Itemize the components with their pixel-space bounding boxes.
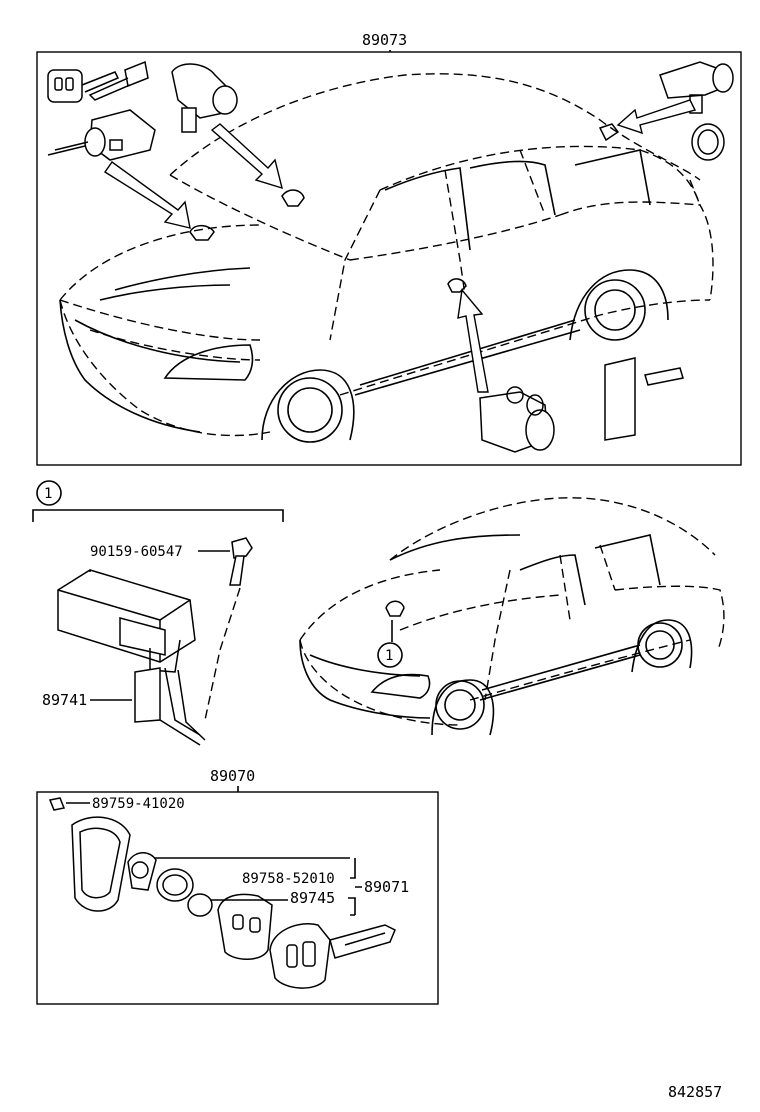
- mid-car-details: [299, 534, 693, 736]
- trunk-ring: [691, 123, 725, 161]
- ecu-module: [57, 569, 196, 673]
- ecu-bracket: [134, 667, 206, 746]
- key-with-remote: [269, 923, 396, 989]
- lock-mark-ignition: [189, 224, 215, 241]
- label-case-part: 89758-52010: [242, 871, 335, 887]
- label-89070: 89070: [210, 767, 255, 785]
- mid-car-outline: [299, 497, 725, 726]
- bolt-part: [229, 537, 253, 586]
- lock-mark-trunk: [598, 123, 620, 142]
- label-bolt: 90159-60547: [90, 544, 183, 560]
- door-lock-cylinder-top: [171, 63, 238, 133]
- o-ring: [156, 868, 194, 902]
- top-assembly-frame: [36, 51, 742, 466]
- bracket-89071: [348, 858, 362, 916]
- label-89073: 89073: [362, 31, 407, 49]
- cover-pad: [604, 357, 684, 441]
- battery: [187, 893, 213, 917]
- callout-circle-1: [36, 480, 62, 506]
- mid-callout-text: 1: [385, 648, 393, 664]
- bolt-dashed-line: [204, 587, 241, 721]
- top-car-outline: [59, 73, 714, 437]
- lock-mark-door: [281, 189, 305, 207]
- diagram-id: 842857: [668, 1083, 722, 1101]
- key-blank-top: [47, 60, 149, 103]
- ecu-bracket-line: [32, 509, 284, 522]
- transmitter-frame: [36, 791, 439, 1005]
- transmitter-case-back: [71, 816, 131, 912]
- callout-1-text: 1: [44, 486, 52, 502]
- label-screw: 89759-41020: [92, 796, 185, 812]
- case-ring: [127, 852, 157, 891]
- top-car-details: [59, 149, 669, 443]
- lock-mark-side: [447, 278, 467, 293]
- ignition-cylinder: [47, 109, 156, 161]
- label-89071: 89071: [364, 878, 409, 896]
- remote-pad: [217, 893, 273, 960]
- label-89741: 89741: [42, 691, 87, 709]
- screw-part: [48, 797, 66, 811]
- door-lock-cylinder-lower: [479, 386, 555, 453]
- arrows-top: [104, 99, 697, 393]
- mid-callout-circle: [377, 642, 403, 668]
- trunk-lock-cylinder: [659, 61, 734, 114]
- label-battery: 89745: [290, 889, 335, 907]
- mid-ecu-mark: [385, 600, 405, 617]
